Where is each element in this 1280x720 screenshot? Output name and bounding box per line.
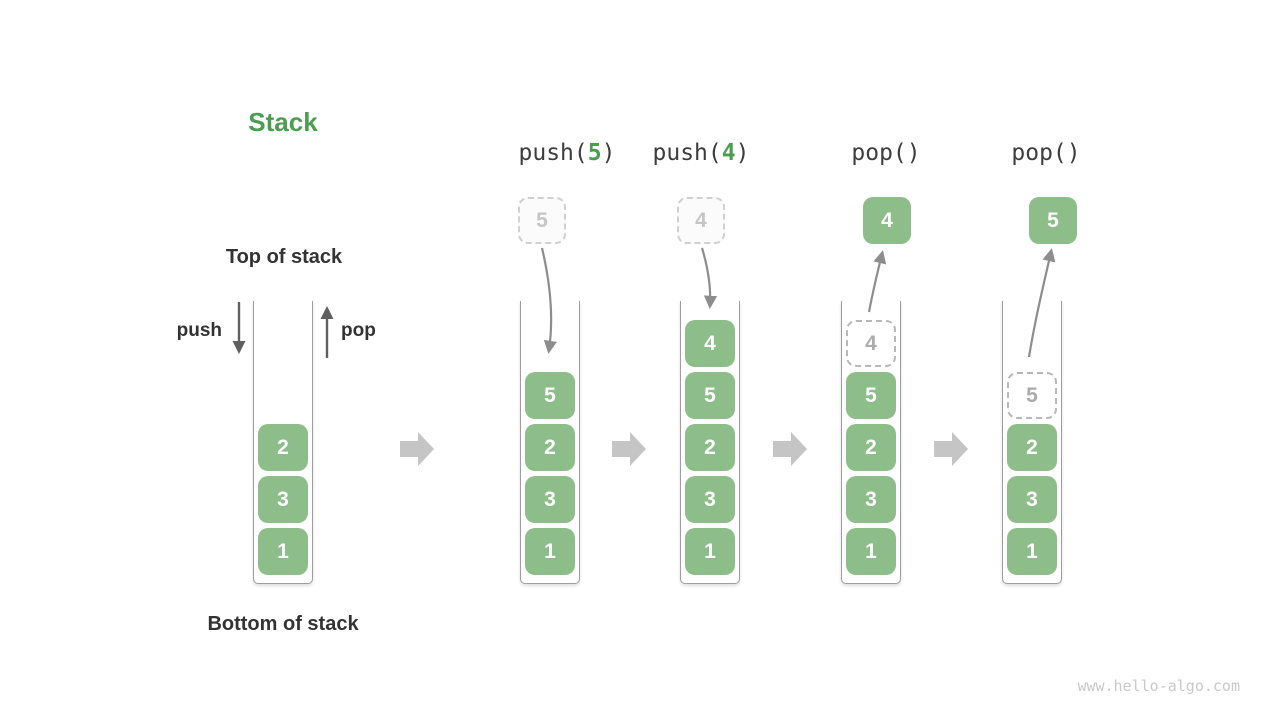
step-arrow-icon — [400, 432, 434, 466]
op-label-push-5: push(5) — [477, 140, 657, 166]
op-label-pop-2: pop() — [956, 140, 1136, 166]
op-text-pre: pop() — [851, 140, 921, 166]
stack-item: 5 — [525, 372, 575, 419]
op-text-pre: pop() — [1011, 140, 1081, 166]
stack-container-push4: 4 5 2 3 1 — [680, 301, 740, 584]
stack-item: 1 — [525, 528, 575, 575]
stack-item: 2 — [846, 424, 896, 471]
stack-container-initial: 2 3 1 — [253, 301, 313, 584]
stack-item: 1 — [258, 528, 308, 575]
stack-item: 3 — [1007, 476, 1057, 523]
incoming-ghost-box: 5 — [518, 197, 566, 244]
stack-item: 3 — [846, 476, 896, 523]
op-arg: 4 — [721, 140, 736, 166]
top-of-stack-label: Top of stack — [225, 246, 343, 268]
stack-item: 1 — [685, 528, 735, 575]
op-label-pop-1: pop() — [796, 140, 976, 166]
stack-item: 4 — [685, 320, 735, 367]
op-text-pre: push( — [652, 140, 722, 166]
stack-item: 5 — [846, 372, 896, 419]
step-arrow-icon — [612, 432, 646, 466]
stack-item: 5 — [685, 372, 735, 419]
stack-container-pop2: 5 2 3 1 — [1002, 301, 1062, 584]
stack-container-push5: 5 2 3 1 — [520, 301, 580, 584]
diagram-title: Stack — [248, 107, 318, 137]
stack-item: 3 — [685, 476, 735, 523]
op-arg: 5 — [587, 140, 602, 166]
stack-item: 2 — [685, 424, 735, 471]
bottom-of-stack-label: Bottom of stack — [207, 613, 359, 635]
popped-box: 4 — [863, 197, 911, 244]
stack-item: 1 — [846, 528, 896, 575]
pop-label: pop — [341, 320, 376, 341]
stack-item: 2 — [1007, 424, 1057, 471]
op-label-push-4: push(4) — [611, 140, 791, 166]
stack-container-pop1: 4 5 2 3 1 — [841, 301, 901, 584]
stack-item: 3 — [258, 476, 308, 523]
push-flow-arrow-icon — [700, 247, 718, 309]
step-arrow-icon — [934, 432, 968, 466]
op-text-post: ) — [735, 140, 750, 166]
popped-box: 5 — [1029, 197, 1077, 244]
stack-item: 2 — [258, 424, 308, 471]
step-arrow-icon — [773, 432, 807, 466]
push-label: push — [176, 320, 222, 341]
incoming-ghost-box: 4 — [677, 197, 725, 244]
op-text-pre: push( — [518, 140, 588, 166]
stack-item: 1 — [1007, 528, 1057, 575]
watermark: www.hello-algo.com — [1077, 677, 1240, 695]
stack-item-ghost: 4 — [846, 320, 896, 367]
op-text-post: ) — [601, 140, 616, 166]
stack-item: 3 — [525, 476, 575, 523]
stack-item: 2 — [525, 424, 575, 471]
stack-item-ghost: 5 — [1007, 372, 1057, 419]
